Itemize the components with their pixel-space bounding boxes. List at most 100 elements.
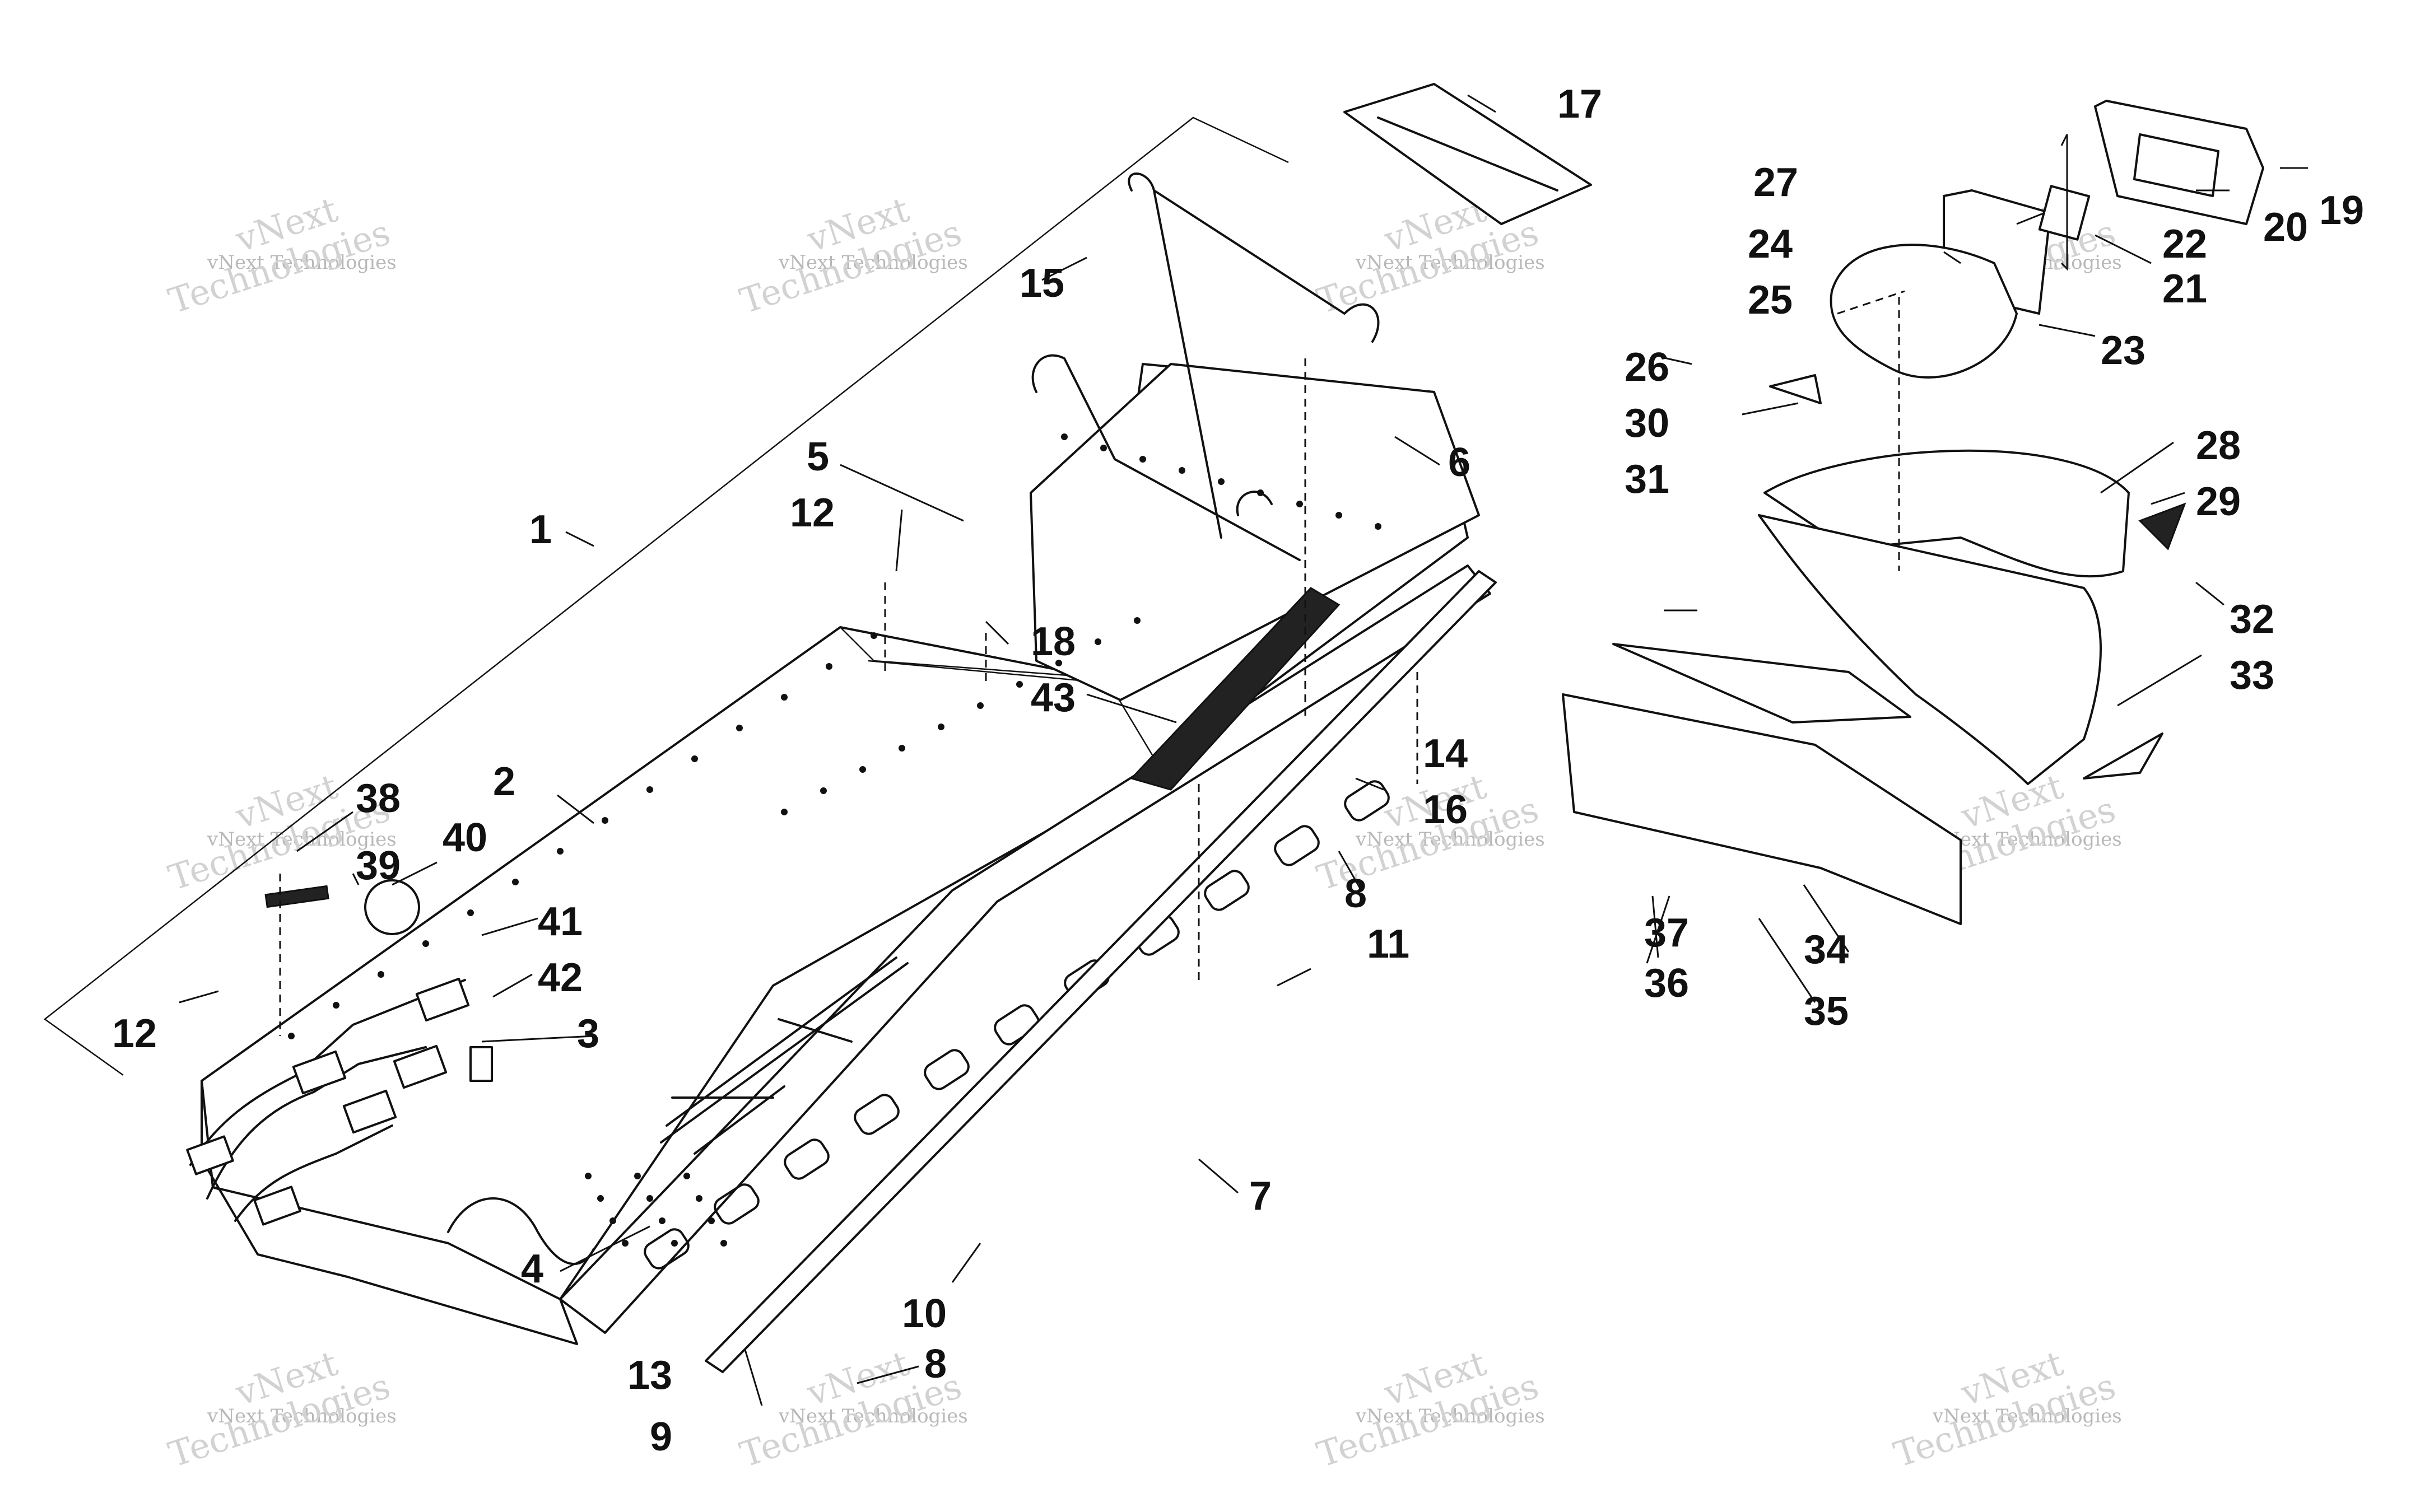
running-board-cutout <box>714 1183 760 1225</box>
tunnel-hole <box>659 1217 666 1224</box>
callout-23: 23 <box>2101 328 2146 373</box>
callout-34: 34 <box>1804 927 1849 972</box>
callout-33: 33 <box>2230 653 2274 698</box>
tunnel-hole <box>1095 638 1101 645</box>
callout-43: 43 <box>1031 675 1076 720</box>
callout-26: 26 <box>1625 345 1669 390</box>
running-board-cutout <box>1204 870 1250 911</box>
callout-10: 10 <box>902 1291 947 1336</box>
callout-12b: 12 <box>112 1011 157 1056</box>
tunnel-hole <box>378 971 384 978</box>
callout-29: 29 <box>2196 479 2241 524</box>
tunnel-part <box>201 172 1497 1373</box>
tunnel-hole <box>859 766 866 773</box>
callout-38: 38 <box>356 776 401 821</box>
callout-18: 18 <box>1031 619 1076 664</box>
watermark-line2: vNext Technologies <box>1355 828 1545 851</box>
tunnel-hole <box>691 755 698 762</box>
tunnel-hole <box>871 632 877 639</box>
callout-32: 32 <box>2230 597 2274 642</box>
tunnel-hole <box>634 1173 641 1179</box>
callout-20: 20 <box>2263 205 2308 250</box>
callout-41: 41 <box>538 899 583 944</box>
tunnel-hole <box>609 1217 616 1224</box>
tunnel-hole <box>1257 489 1264 496</box>
callout-labels: 1 2 3 4 5 6 7 8 8 9 10 11 12 12 13 14 15… <box>112 82 2364 1459</box>
callout-2: 2 <box>493 759 515 804</box>
running-board-cutout <box>784 1138 830 1180</box>
tunnel-hole <box>696 1195 702 1202</box>
callout-8b: 8 <box>924 1342 947 1387</box>
tunnel-hole <box>1134 617 1141 624</box>
tunnel-hole <box>671 1240 678 1247</box>
callout-28: 28 <box>2196 423 2241 468</box>
tunnel-hole <box>1375 523 1381 530</box>
callout-19: 19 <box>2319 188 2364 233</box>
tunnel-hole <box>1055 660 1062 666</box>
running-board-cutout <box>1344 780 1390 822</box>
tunnel-hole <box>288 1033 295 1039</box>
callout-31: 31 <box>1625 457 1669 502</box>
callout-12a: 12 <box>790 491 835 535</box>
callout-5: 5 <box>807 435 829 479</box>
callout-36: 36 <box>1644 961 1689 1006</box>
tunnel-hole <box>820 787 827 794</box>
tunnel-hole <box>781 694 788 701</box>
watermark-line2: vNext Technologies <box>1932 1405 2122 1427</box>
callout-1: 1 <box>529 507 552 552</box>
callout-13: 13 <box>627 1353 672 1398</box>
callout-9: 9 <box>650 1415 672 1459</box>
watermark-line2: vNext Technologies <box>1355 1405 1545 1427</box>
callout-15: 15 <box>1020 261 1064 306</box>
tunnel-hole <box>683 1173 690 1179</box>
callout-40: 40 <box>443 815 487 860</box>
tunnel-hole <box>1335 512 1342 519</box>
callout-17: 17 <box>1557 82 1602 127</box>
tunnel-hole <box>977 702 984 709</box>
tunnel-hole <box>1100 445 1107 451</box>
callout-3: 3 <box>577 1011 599 1056</box>
callout-7: 7 <box>1249 1174 1272 1219</box>
callout-37: 37 <box>1644 911 1689 955</box>
running-board-cutout <box>924 1049 970 1090</box>
tunnel-hole <box>602 817 608 824</box>
tunnel-hole <box>1139 456 1146 463</box>
tunnel-hole <box>333 1002 339 1009</box>
watermark-line2: vNext Technologies <box>778 251 968 274</box>
tunnel-hole <box>736 725 743 731</box>
watermark-line2: vNext Technologies <box>1355 251 1545 274</box>
tunnel-hole <box>826 663 832 670</box>
tunnel-hole <box>1061 433 1068 440</box>
tunnel-hole <box>1296 501 1303 507</box>
callout-4: 4 <box>521 1247 543 1291</box>
tunnel-hole <box>557 848 564 855</box>
running-board-cutout <box>644 1228 690 1270</box>
tunnel-hole <box>1218 478 1225 485</box>
callout-42: 42 <box>538 955 583 1000</box>
tunnel-hole <box>512 879 519 885</box>
tunnel-hole <box>646 786 653 793</box>
callout-14: 14 <box>1423 731 1468 776</box>
watermark-line2: vNext Technologies <box>207 1405 397 1427</box>
tunnel-hole <box>938 724 944 730</box>
tunnel-holes <box>288 433 1381 1247</box>
watermark-line2: vNext Technologies <box>778 1405 968 1427</box>
wiring-harness <box>186 977 470 1226</box>
tunnel-hole <box>622 1240 629 1247</box>
tunnel-hole <box>708 1217 715 1224</box>
tunnel-hole <box>1016 681 1023 688</box>
callout-16: 16 <box>1423 787 1468 832</box>
callout-8a: 8 <box>1344 871 1367 916</box>
tunnel-hole <box>646 1195 653 1202</box>
tunnel-hole <box>585 1173 592 1179</box>
watermark-line2: vNext Technologies <box>1932 828 2122 851</box>
callout-24: 24 <box>1748 222 1793 267</box>
tunnel-hole <box>597 1195 604 1202</box>
tunnel-hole <box>467 909 474 916</box>
assembly-boundary-line <box>43 116 1289 1076</box>
